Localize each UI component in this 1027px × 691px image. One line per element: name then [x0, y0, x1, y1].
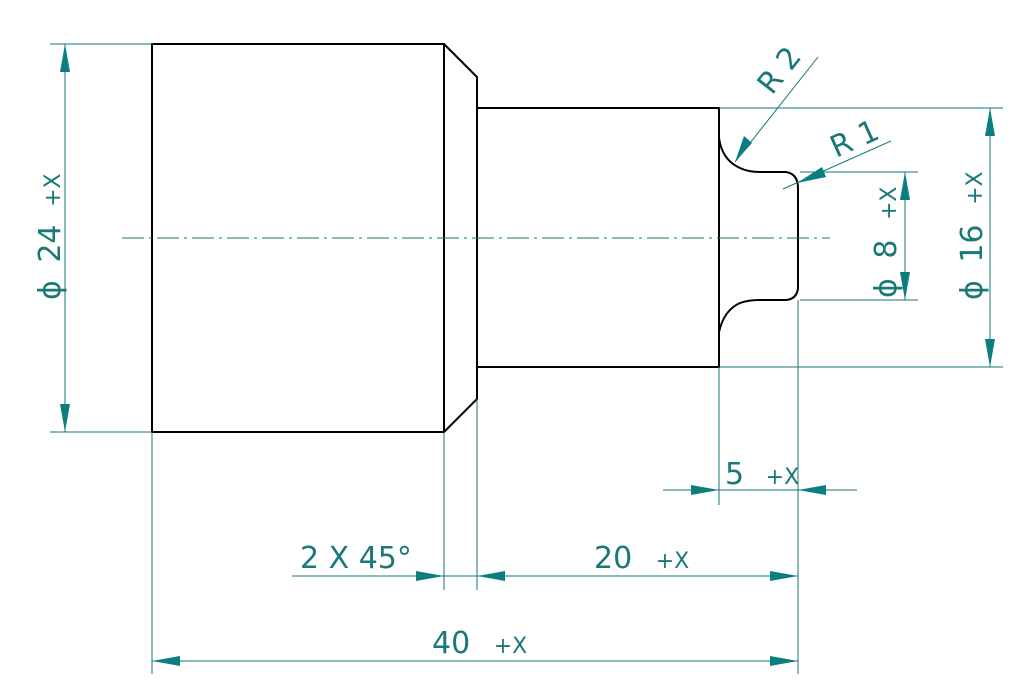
svg-text:40 +X: 40 +X — [432, 626, 527, 661]
len5-tol: +X — [766, 465, 800, 490]
radius-r2: R 2 — [734, 40, 819, 163]
dia24-tol: +X — [41, 173, 66, 207]
dia8-value: 8 — [869, 240, 904, 259]
dimension-dia8: ϕ 8 +X — [869, 172, 910, 300]
extension-lines — [50, 43, 1003, 674]
dimension-len40: 40 +X — [152, 626, 798, 666]
svg-text:ϕ 16 +X: ϕ 16 +X — [955, 171, 990, 300]
r2-label: R 2 — [751, 40, 809, 101]
dia8-symbol: ϕ — [869, 278, 904, 298]
svg-text:5 +X: 5 +X — [725, 457, 799, 492]
r1-label: R 1 — [825, 113, 884, 165]
dia16-tol: +X — [963, 171, 988, 205]
dimension-chamfer-len20: 2 X 45° 20 +X — [292, 541, 798, 581]
neck-profile — [718, 137, 799, 333]
len20-value: 20 — [594, 541, 632, 576]
dimension-dia16: ϕ 16 +X — [955, 108, 995, 367]
dia16-symbol: ϕ — [955, 280, 990, 300]
dimension-len5: 5 +X — [663, 457, 857, 495]
dia24-value: 24 — [33, 224, 68, 262]
len20-tol: +X — [656, 549, 690, 574]
dia8-tol: +X — [877, 187, 902, 221]
dimension-dia24: ϕ 24 +X — [33, 44, 70, 432]
len40-tol: +X — [494, 634, 528, 659]
len5-value: 5 — [725, 457, 744, 492]
svg-text:ϕ 24 +X: ϕ 24 +X — [33, 173, 68, 300]
radius-r1: R 1 — [782, 113, 892, 190]
len40-value: 40 — [432, 626, 470, 661]
svg-text:20 +X: 20 +X — [594, 541, 689, 576]
dia24-symbol: ϕ — [33, 280, 68, 300]
chamfer-label: 2 X 45° — [300, 541, 412, 576]
dia16-value: 16 — [955, 224, 990, 262]
svg-text:ϕ 8 +X: ϕ 8 +X — [869, 187, 904, 299]
